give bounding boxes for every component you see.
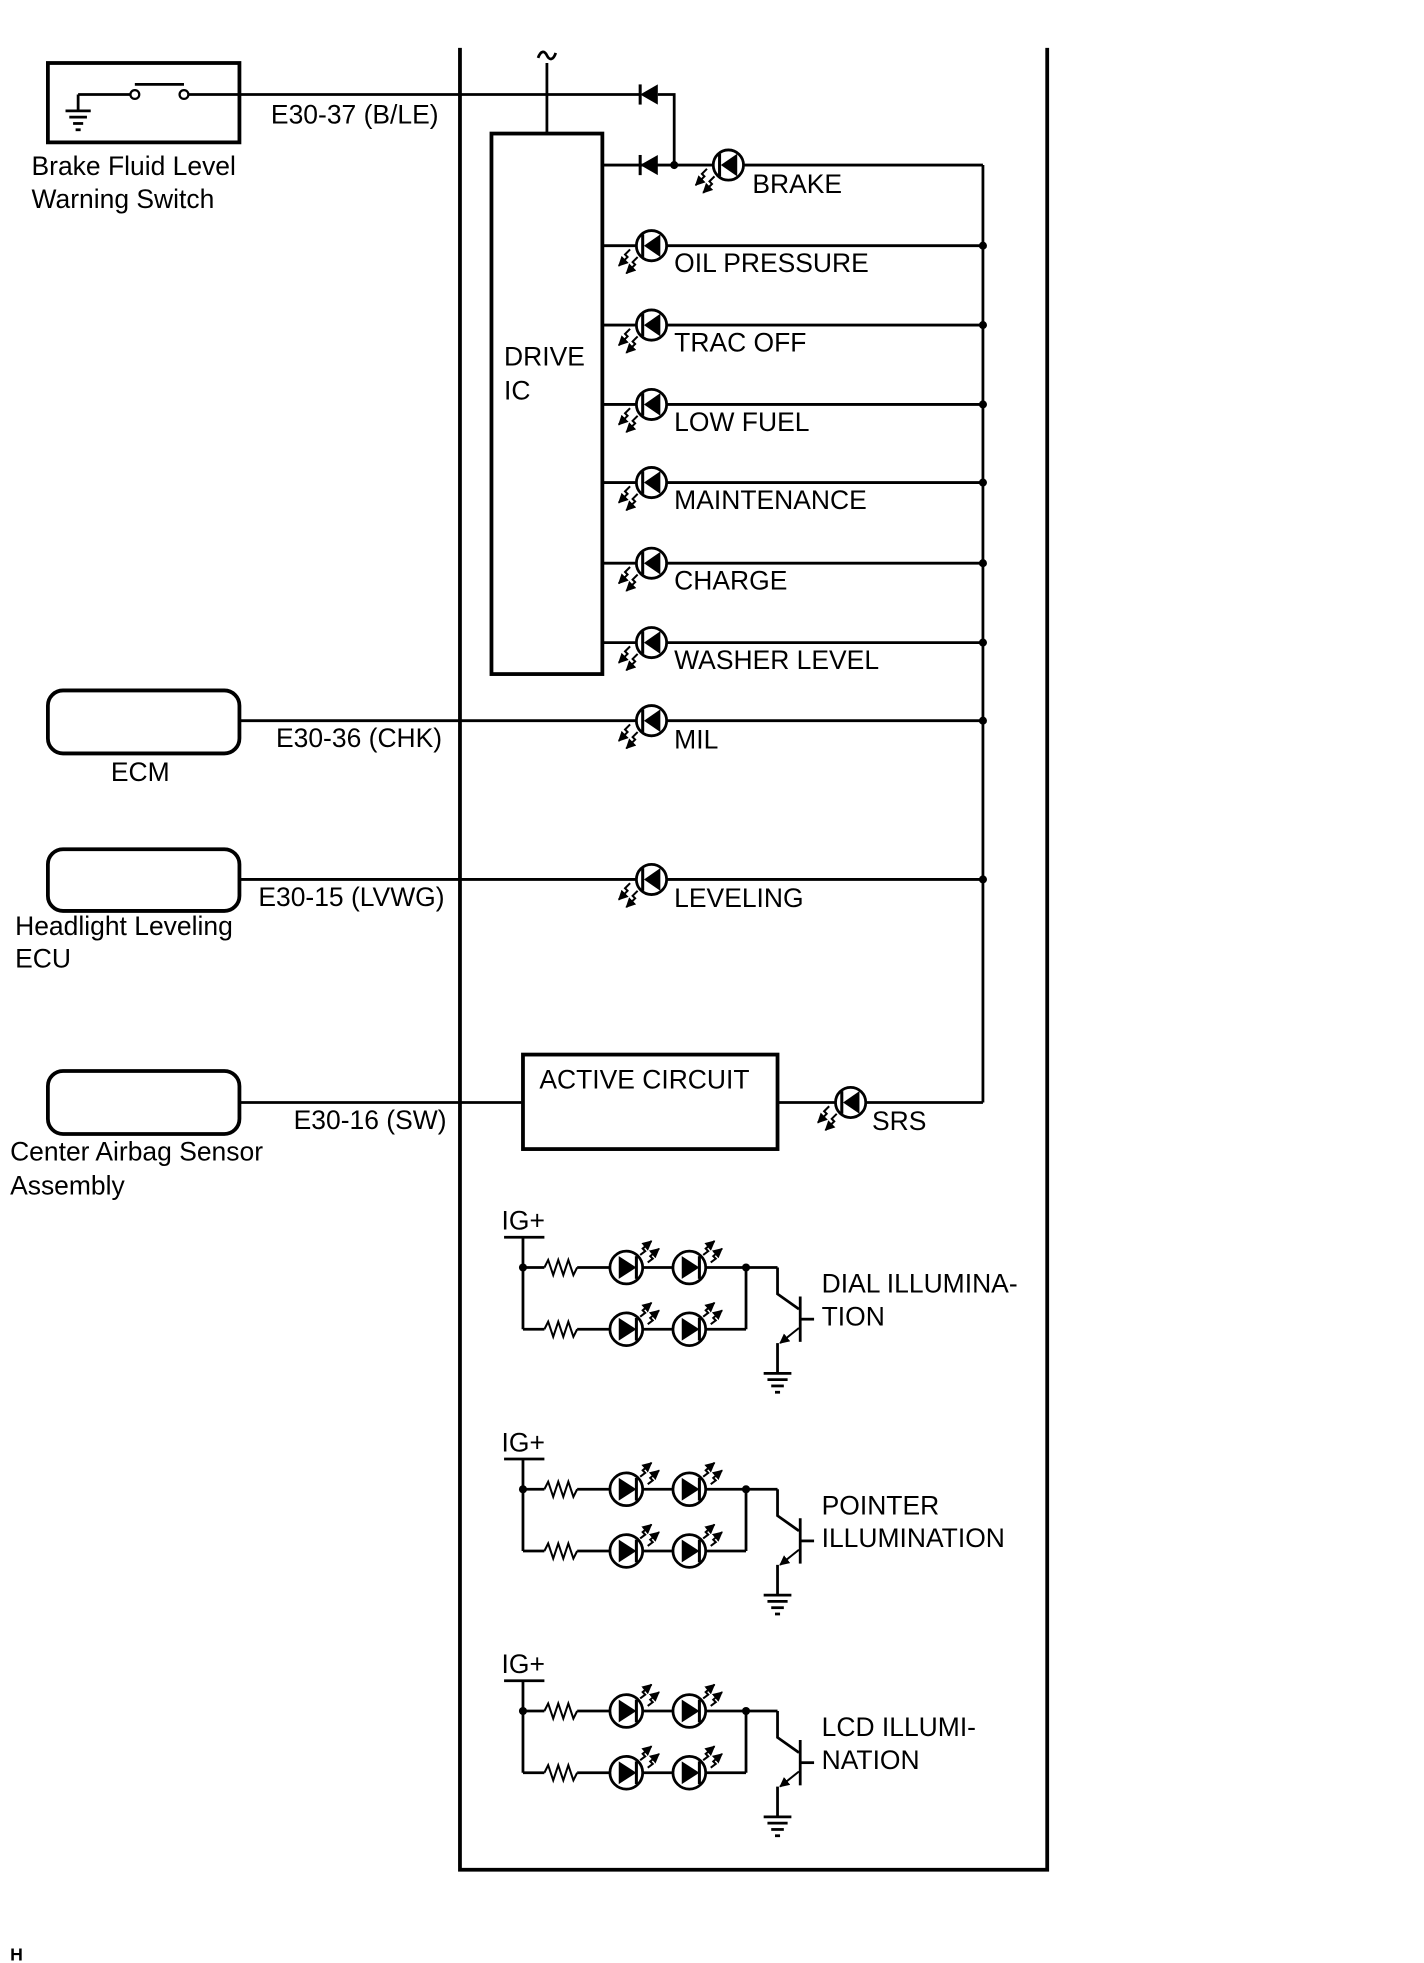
wire-label-e30-37: E30-37 (B/LE) — [271, 99, 439, 129]
drive-ic-label-line1: DRIVE — [504, 341, 585, 371]
lamp-label-low-fuel: LOW FUEL — [674, 407, 809, 437]
illumination-circuit-pointer: IG+ POINTER ILLUMINATION — [502, 1427, 1005, 1614]
lamp-label-charge: CHARGE — [674, 566, 787, 596]
supply-label: IG+ — [502, 1427, 545, 1457]
brake-switch-name-line1: Brake Fluid Level — [32, 151, 236, 181]
center-airbag-sensor-assembly: Center Airbag Sensor Assembly — [10, 1069, 263, 1200]
headlight-leveling-ecu: Headlight Leveling ECU — [15, 847, 242, 974]
airbag-sensor-name-line2: Assembly — [10, 1170, 125, 1200]
combination-meter-frame — [458, 47, 1050, 1872]
drive-ic-label-line2: IC — [504, 375, 530, 405]
low-fuel-lamp-icon — [619, 389, 667, 432]
junction-dot — [670, 161, 679, 170]
diode-drive-ic-icon — [638, 153, 660, 177]
wire-label-e30-15: E30-15 (LVWG) — [258, 882, 444, 912]
supply-label: IG+ — [502, 1649, 545, 1679]
wire-diode-junction — [657, 93, 676, 166]
brake-lamp-icon — [696, 150, 744, 193]
mil-lamp-icon — [619, 706, 667, 749]
ecm: ECM — [45, 688, 242, 787]
active-circuit: ACTIVE CIRCUIT — [521, 1052, 780, 1151]
srs-lamp-icon — [818, 1087, 866, 1130]
headlight-ecu-name-line1: Headlight Leveling — [15, 911, 233, 941]
lamp-label-oil-pressure: OIL PRESSURE — [674, 248, 869, 278]
washer-level-lamp-icon — [619, 627, 667, 670]
lamp-label-brake: BRAKE — [752, 169, 842, 199]
illumination-label-line1: LCD ILLUMI- — [822, 1712, 976, 1742]
maintenance-lamp-icon — [619, 467, 667, 510]
brake-fluid-level-warning-switch: Brake Fluid Level Warning Switch — [32, 61, 242, 214]
lamp-label-washer-level: WASHER LEVEL — [674, 645, 879, 675]
junction-dot — [978, 716, 987, 725]
trac-off-lamp-icon — [619, 310, 667, 353]
airbag-sensor-name-line1: Center Airbag Sensor — [10, 1136, 263, 1166]
wire-break-icon — [536, 50, 558, 61]
drive-ic-lamp-rows: OIL PRESSURE TRAC OFF LOW FUEL MAINTENAN… — [602, 231, 987, 675]
headlight-ecu-name-line2: ECU — [15, 944, 71, 974]
lamp-label-srs: SRS — [872, 1106, 926, 1136]
ground-icon — [65, 94, 91, 132]
supply-label: IG+ — [502, 1206, 545, 1236]
lamp-label-maintenance: MAINTENANCE — [674, 485, 867, 515]
illumination-label-line1: DIAL ILLUMINA- — [822, 1269, 1018, 1299]
active-circuit-label: ACTIVE CIRCUIT — [539, 1065, 749, 1095]
switch-contact-icon — [129, 83, 190, 101]
illumination-circuit-dial: IG+ DIAL ILLUMINA- TION — [502, 1206, 1018, 1393]
lamp-label-leveling: LEVELING — [674, 883, 803, 913]
illumination-label-line2: ILLUMINATION — [822, 1523, 1005, 1553]
corner-mark: H — [10, 1944, 23, 1963]
brake-switch-name-line2: Warning Switch — [32, 184, 215, 214]
junction-dot — [978, 875, 987, 884]
ecm-name: ECM — [111, 757, 170, 787]
illumination-label-line2: TION — [822, 1301, 885, 1331]
wire-label-e30-16: E30-16 (SW) — [294, 1105, 447, 1135]
lamp-label-trac-off: TRAC OFF — [674, 328, 806, 358]
wire-label-e30-36: E30-36 (CHK) — [276, 723, 442, 753]
illumination-label-line1: POINTER — [822, 1490, 940, 1520]
lamp-label-mil: MIL — [674, 724, 718, 754]
leveling-lamp-icon — [619, 864, 667, 907]
diode-switch-icon — [638, 82, 660, 107]
illumination-circuit-lcd: IG+ LCD ILLUMI- NATION — [502, 1649, 976, 1836]
charge-lamp-icon — [619, 548, 667, 591]
drive-ic: DRIVE IC — [489, 131, 605, 676]
illumination-label-line2: NATION — [822, 1745, 920, 1775]
oil-pressure-lamp-icon — [619, 231, 667, 274]
